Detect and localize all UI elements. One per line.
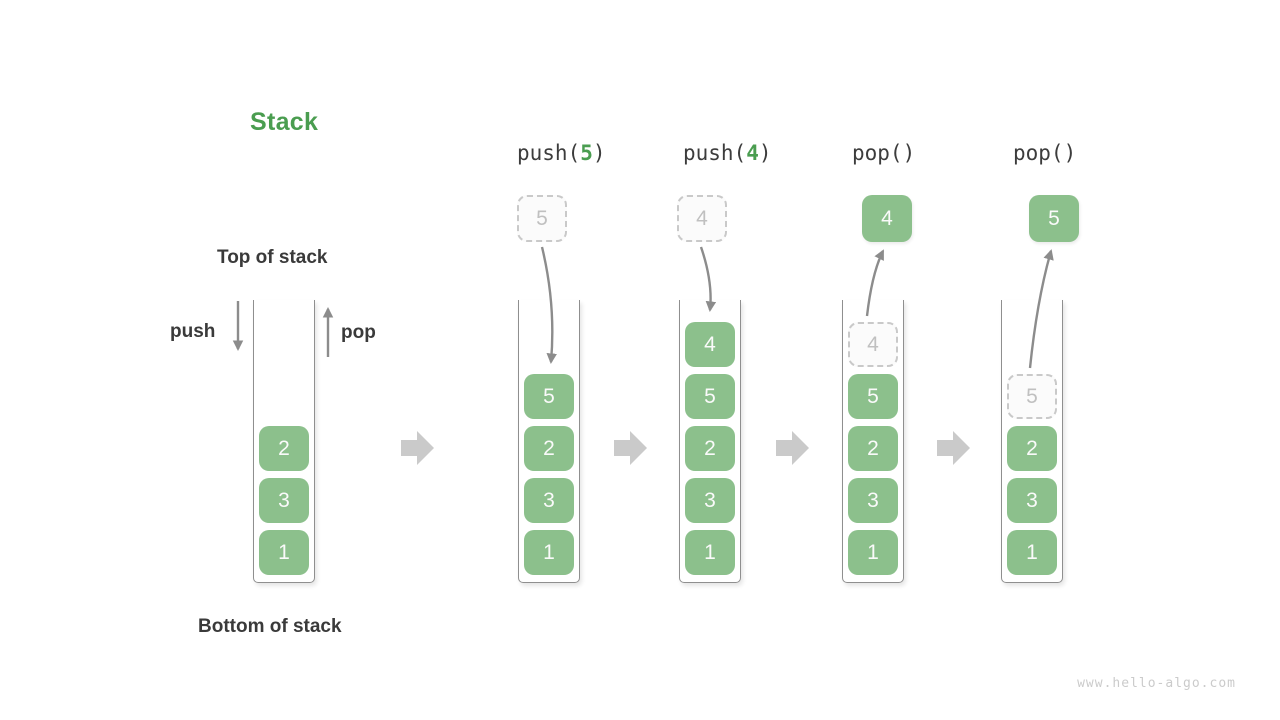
stack-cell: 5 [848,374,898,419]
stack-container-initial: 2 3 1 [253,300,315,583]
top-of-stack-label: Top of stack [217,247,328,268]
stack-container-push-4: 4 5 2 3 1 [679,300,741,583]
op-label-pop-4: pop() [852,141,916,165]
stack-cell: 2 [259,426,309,471]
page-title: Stack [250,108,319,136]
stack-cell: 3 [848,478,898,523]
stack-cell-ghost: 5 [1007,374,1057,419]
stack-cell: 2 [848,426,898,471]
next-state-arrow-icon [401,431,434,465]
next-state-arrow-icon [614,431,647,465]
op-label-pop-5: pop() [1013,141,1077,165]
next-state-arrow-icon [776,431,809,465]
stack-cell: 1 [1007,530,1057,575]
popped-value-pop-4: 4 [862,195,912,242]
incoming-value-push-5: 5 [517,195,567,242]
incoming-value-push-4: 4 [677,195,727,242]
stack-cell: 1 [259,530,309,575]
watermark: www.hello-algo.com [1077,676,1236,691]
stack-cell: 3 [259,478,309,523]
stack-cell: 3 [524,478,574,523]
stack-cell: 2 [1007,426,1057,471]
op-label-push-5: push(5) [517,141,606,165]
stack-cell: 1 [848,530,898,575]
popped-value-pop-5: 5 [1029,195,1079,242]
op-label-push-4: push(4) [683,141,772,165]
next-state-arrow-icon [937,431,970,465]
push-label: push [170,321,216,342]
stack-cell-ghost: 4 [848,322,898,367]
stack-cell: 4 [685,322,735,367]
bottom-of-stack-label: Bottom of stack [198,616,342,637]
stack-cell: 3 [685,478,735,523]
stack-container-pop-5: 5 2 3 1 [1001,300,1063,583]
stack-container-pop-4: 4 5 2 3 1 [842,300,904,583]
pop-label: pop [341,322,376,343]
stack-cell: 1 [524,530,574,575]
stack-cell: 2 [524,426,574,471]
stack-cell: 1 [685,530,735,575]
stack-cell: 5 [524,374,574,419]
stack-cell: 2 [685,426,735,471]
stack-cell: 5 [685,374,735,419]
stack-container-push-5: 5 2 3 1 [518,300,580,583]
stack-cell: 3 [1007,478,1057,523]
